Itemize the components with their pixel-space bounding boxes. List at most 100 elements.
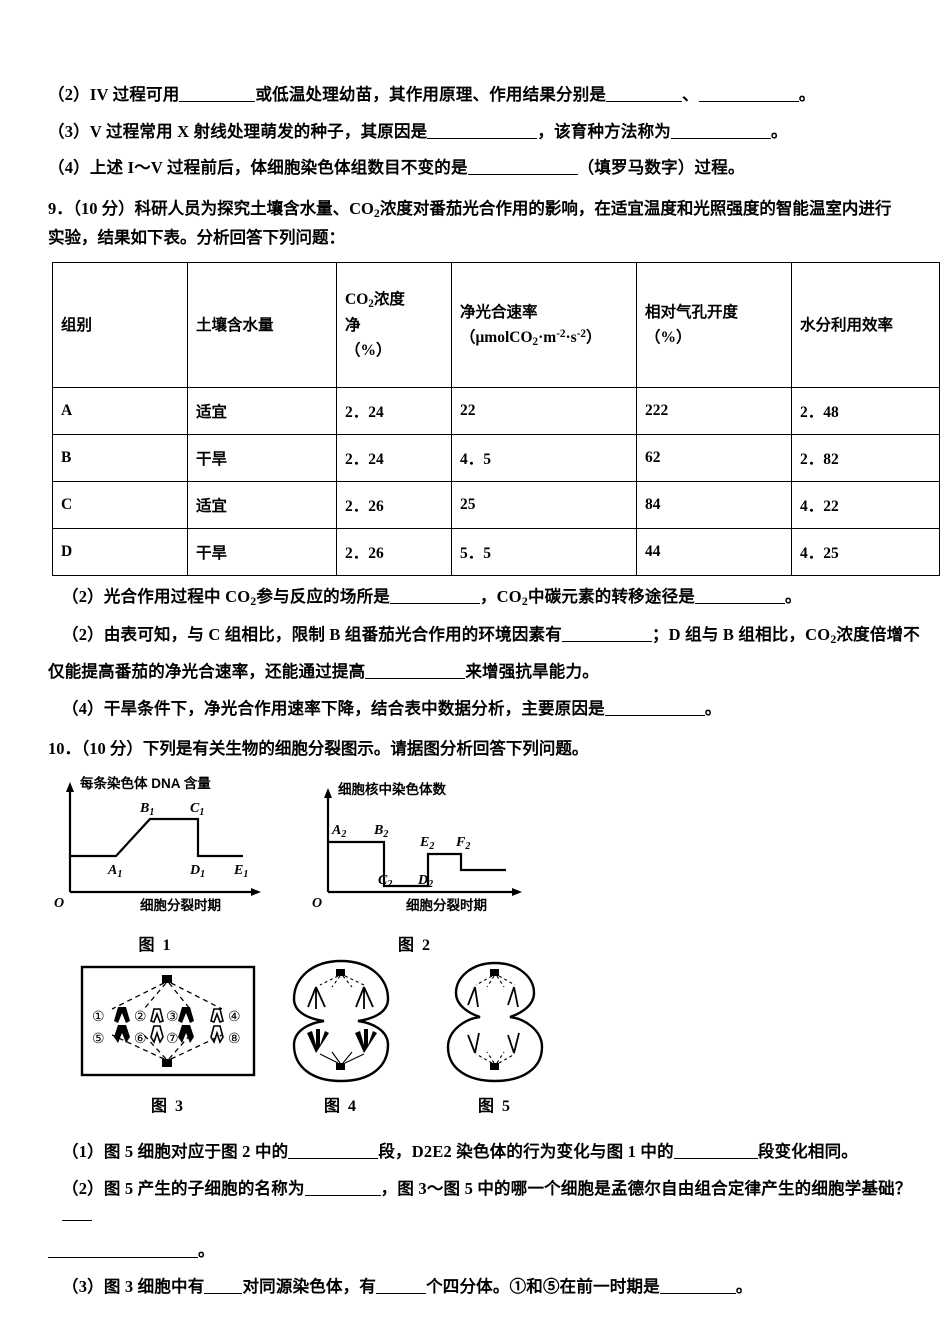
q8-3-text-1: V 过程常用 X 射线处理萌发的种子，其原因是 <box>89 121 428 141</box>
spindle-pole-bottom <box>336 1063 345 1071</box>
cell-group: C <box>52 481 188 530</box>
q9-2b-line2-text1: 仅能提高番茄的净光合速率，还能通过提高 <box>48 662 366 682</box>
figure-3-svg: ① ② ③ ④ ⑤ ⑥ ⑦ ⑧ <box>80 965 256 1077</box>
answer-blank[interactable] <box>48 1256 198 1258</box>
graph-2-point-D: D2 <box>417 873 433 890</box>
figure-3-caption: 图 3 <box>150 1098 185 1116</box>
answer-blank[interactable] <box>561 640 652 642</box>
answer-blank[interactable] <box>288 1158 379 1160</box>
q9-4-text1: 干旱条件下，净光合作用速率下降，结合表中数据分析，主要原因是 <box>103 698 605 718</box>
superscript-neg2: -2 <box>556 328 566 341</box>
answer-blank[interactable] <box>427 137 538 139</box>
unit-end: ） <box>585 329 602 347</box>
q8-4-text-2: （填罗马数字）过程。 <box>577 158 745 178</box>
q9-2a-text4: 中碳元素的转移途径是 <box>527 587 695 607</box>
chromosome-light-6 <box>150 1025 164 1045</box>
answer-blank[interactable] <box>670 137 771 139</box>
answer-blank[interactable] <box>389 603 480 605</box>
q8-2-text-4: 。 <box>798 85 816 104</box>
chromosome-light-4 <box>210 1008 224 1024</box>
figure-5-svg <box>446 961 544 1083</box>
chromosome-label-3: ③ <box>166 1008 179 1024</box>
chromosome-dark-3 <box>178 1007 194 1024</box>
chromosome-light-2 <box>150 1008 164 1024</box>
figure-5-caption: 图 5 <box>477 1098 512 1116</box>
figure-3: ① ② ③ ④ ⑤ ⑥ ⑦ ⑧ 图 3 <box>78 963 258 1116</box>
cell-net: 25 <box>451 481 637 530</box>
q9-stem-3: 实验，结果如下表。分析回答下列问题： <box>48 227 345 247</box>
q8-3-label: （3） <box>48 121 90 141</box>
answer-blank[interactable] <box>62 1220 92 1222</box>
graph-2-point-B: B2 <box>373 823 388 840</box>
cell-soil: 适宜 <box>187 387 337 436</box>
graph-1-point-E: E1 <box>233 863 248 880</box>
chromosomes-lower <box>467 1032 520 1054</box>
question-8-2: （2）IV 过程可用或低温处理幼苗，其作用原理、作用结果分别是、。 <box>48 82 920 108</box>
q10-3-text2: 对同源染色体，有 <box>242 1277 377 1297</box>
cell-stomata: 44 <box>636 528 792 577</box>
answer-blank[interactable] <box>694 603 785 605</box>
dna-content-curve <box>70 818 243 858</box>
q10-1-text2: 段，D2E2 染色体的行为变化与图 1 中的 <box>378 1142 674 1162</box>
graph-2-point-A: A2 <box>331 823 346 840</box>
spindle-fibers-top <box>111 982 223 1010</box>
answer-blank[interactable] <box>365 678 466 680</box>
cell-group: D <box>52 528 188 577</box>
question-10-sub-2-line2: 。 <box>48 1238 920 1264</box>
q10-1-label: （1） <box>62 1142 104 1162</box>
answer-blank[interactable] <box>467 174 578 176</box>
unit-mid2: ·s <box>565 329 577 347</box>
cell-soil: 干旱 <box>187 434 337 483</box>
table-row: B 干旱 2．24 4．5 62 2．82 <box>52 434 940 483</box>
figure-5: 图 5 <box>430 957 560 1116</box>
q10-1-text1: 图 5 细胞对应于图 2 中的 <box>103 1142 289 1162</box>
cell-diagrams-row: ① ② ③ ④ ⑤ ⑥ ⑦ ⑧ 图 3 <box>48 959 920 1123</box>
superscript-neg2b: -2 <box>576 328 586 341</box>
spindle-fibers-bottom <box>319 1051 365 1064</box>
chromosome-label-6: ⑥ <box>134 1030 147 1046</box>
question-9-sub-4: （4）干旱条件下，净光合作用速率下降，结合表中数据分析，主要原因是。 <box>48 696 920 722</box>
spindle-fibers-bottom <box>475 1051 516 1064</box>
unit-pre: （μmolCO <box>460 329 533 347</box>
q9-2b-label: （2） <box>62 624 104 644</box>
answer-blank[interactable] <box>179 101 256 102</box>
answer-blank[interactable] <box>698 101 799 102</box>
q9-2a-text1: 光合作用过程中 CO <box>103 587 251 607</box>
graph-2-x-label: 细胞分裂时期 <box>406 897 487 913</box>
figure-1: 每条染色体 DNA 含量 O 细胞分裂时期 A1 B1 C1 D1 E1 图 1 <box>48 774 318 955</box>
q9-stem-2: 浓度对番茄光合作用的影响，在适宜温度和光照强度的智能温室内进行 <box>379 198 892 218</box>
question-10-sub-1: （1）图 5 细胞对应于图 2 中的 段，D2E2 染色体的行为变化与图 1 中的… <box>48 1139 920 1165</box>
cell-group: A <box>52 387 188 436</box>
q8-2-text-3: 、 <box>682 85 699 104</box>
th-net-unit: （μmolCO2·m-2·s-2） <box>460 325 628 351</box>
table-row: D 干旱 2．26 5．5 44 4．25 <box>52 528 940 577</box>
th-soil-water: 土壤含水量 <box>187 262 337 389</box>
cell-co2: 2．26 <box>336 481 452 530</box>
th-co2-line1: CO2浓度 <box>345 287 443 313</box>
th-co2-concentration: CO2浓度 净 （%） <box>336 262 452 389</box>
answer-blank[interactable] <box>604 714 705 716</box>
cell-co2: 2．24 <box>336 434 452 483</box>
subscript-2: 2 <box>368 298 374 311</box>
q10-3-text3: 个四分体。①和⑤在前一时期是 <box>426 1277 660 1297</box>
q8-2-text-2: 或低温处理幼苗，其作用原理、作用结果分别是 <box>255 85 607 104</box>
y-axis-arrow <box>324 788 332 799</box>
answer-blank[interactable] <box>606 101 683 102</box>
q10-3-label: （3） <box>62 1277 104 1297</box>
answer-blank[interactable] <box>659 1293 736 1295</box>
answer-blank[interactable] <box>204 1293 243 1295</box>
q8-2-text-1: IV 过程可用 <box>89 85 180 104</box>
graph-1-point-D: D1 <box>189 863 205 880</box>
cell-wue: 4．25 <box>791 528 940 577</box>
q8-4-label: （4） <box>48 158 90 178</box>
th-co2-line3: （%） <box>345 342 392 360</box>
answer-blank[interactable] <box>304 1194 381 1196</box>
table-header-row: 组别 土壤含水量 CO2浓度 净 （%） 净光合速率 （μmolCO2·m-2·… <box>52 262 940 389</box>
th-co2-unit-text: 浓度 <box>373 291 405 309</box>
experiment-data-table: 组别 土壤含水量 CO2浓度 净 （%） 净光合速率 （μmolCO2·m-2·… <box>52 262 940 577</box>
answer-blank[interactable] <box>673 1158 758 1160</box>
x-axis-arrow <box>251 888 261 897</box>
chromosome-dark-1 <box>114 1007 130 1024</box>
cell-group: B <box>52 434 188 483</box>
answer-blank[interactable] <box>376 1293 427 1295</box>
